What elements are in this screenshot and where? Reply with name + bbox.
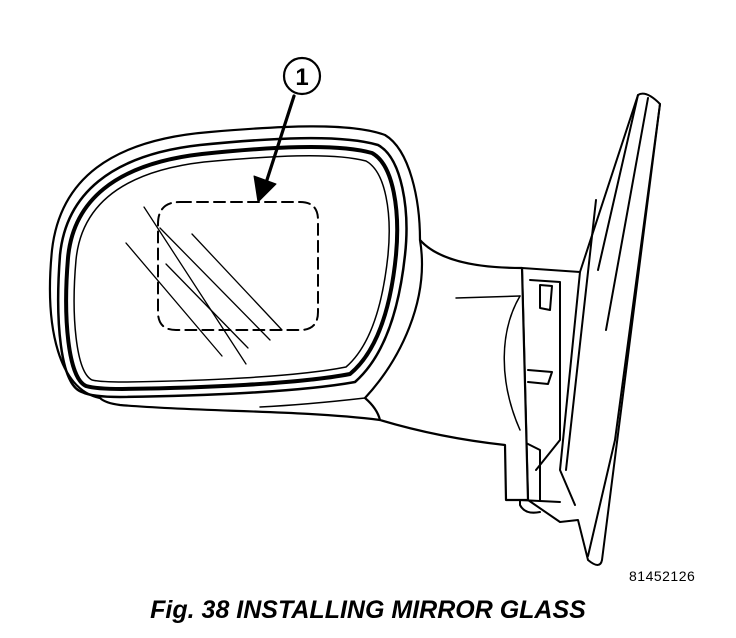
- mounting-bracket: [505, 92, 661, 566]
- mirror-glass-bezel: [56, 136, 408, 399]
- callout-arrow: [253, 94, 296, 203]
- callout-bubble: 1: [282, 56, 322, 96]
- figure-caption: Fig. 38 INSTALLING MIRROR GLASS: [150, 596, 586, 624]
- callout-label: 1: [295, 64, 308, 91]
- figure-reference-number: 81452126: [629, 568, 696, 584]
- glass-attach-area-outline: [157, 201, 319, 331]
- mirror-housing: [48, 125, 530, 502]
- glass-reflection-lines: [125, 206, 283, 365]
